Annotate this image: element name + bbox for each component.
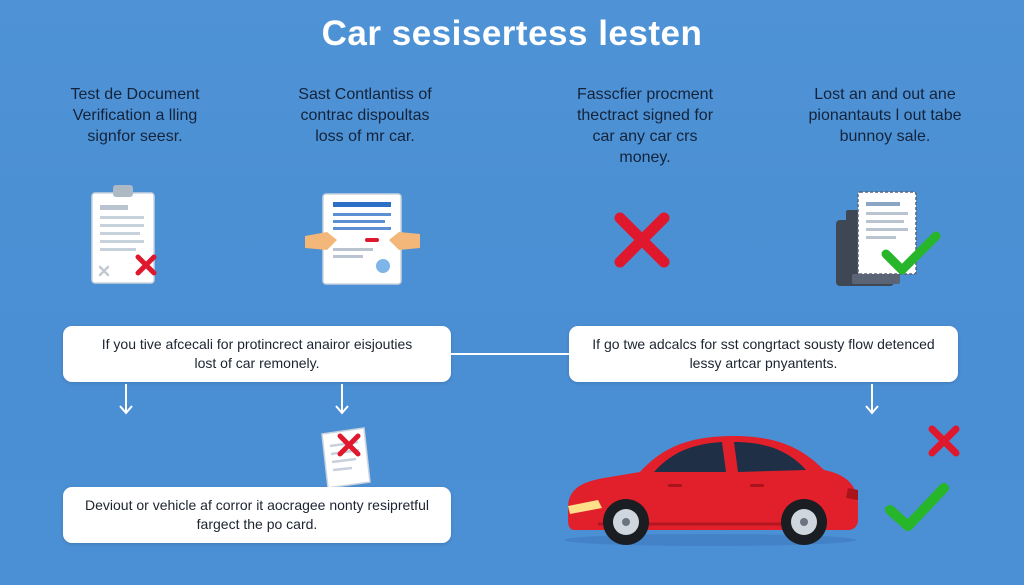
red-car-icon <box>564 436 858 546</box>
step-1-label: Test de Document Verification a lling si… <box>70 86 200 145</box>
contract-handshake-icon <box>305 193 420 285</box>
step-2-label: Sast Contlantiss of contrac dispoultas l… <box>298 86 432 145</box>
left-outcome-box: If you tive afcecali for protincrect ana… <box>63 326 451 382</box>
document-approve-icon <box>836 191 941 286</box>
document-reject-icon <box>321 427 371 489</box>
red-x-icon <box>614 212 670 268</box>
arrow-down-icon <box>119 384 133 415</box>
arrow-down-icon <box>865 384 879 415</box>
small-red-x-icon <box>928 425 960 457</box>
diagram-title: Car sesisertess lesten <box>321 14 703 53</box>
step-3-label: Fasscfier procment thectract signed for … <box>576 86 714 166</box>
right-outcome-box: If go twe adcalcs for sst congrtact sous… <box>569 326 958 382</box>
box-connector-line <box>451 353 569 355</box>
arrow-down-icon <box>335 384 349 415</box>
green-check-icon <box>885 483 949 531</box>
clipboard-reject-icon <box>91 185 157 284</box>
step-4-label: Lost an and out ane pionantauts l out ta… <box>808 86 962 145</box>
bottom-outcome-box: Deviout or vehicle af corror it aocragee… <box>63 487 451 543</box>
